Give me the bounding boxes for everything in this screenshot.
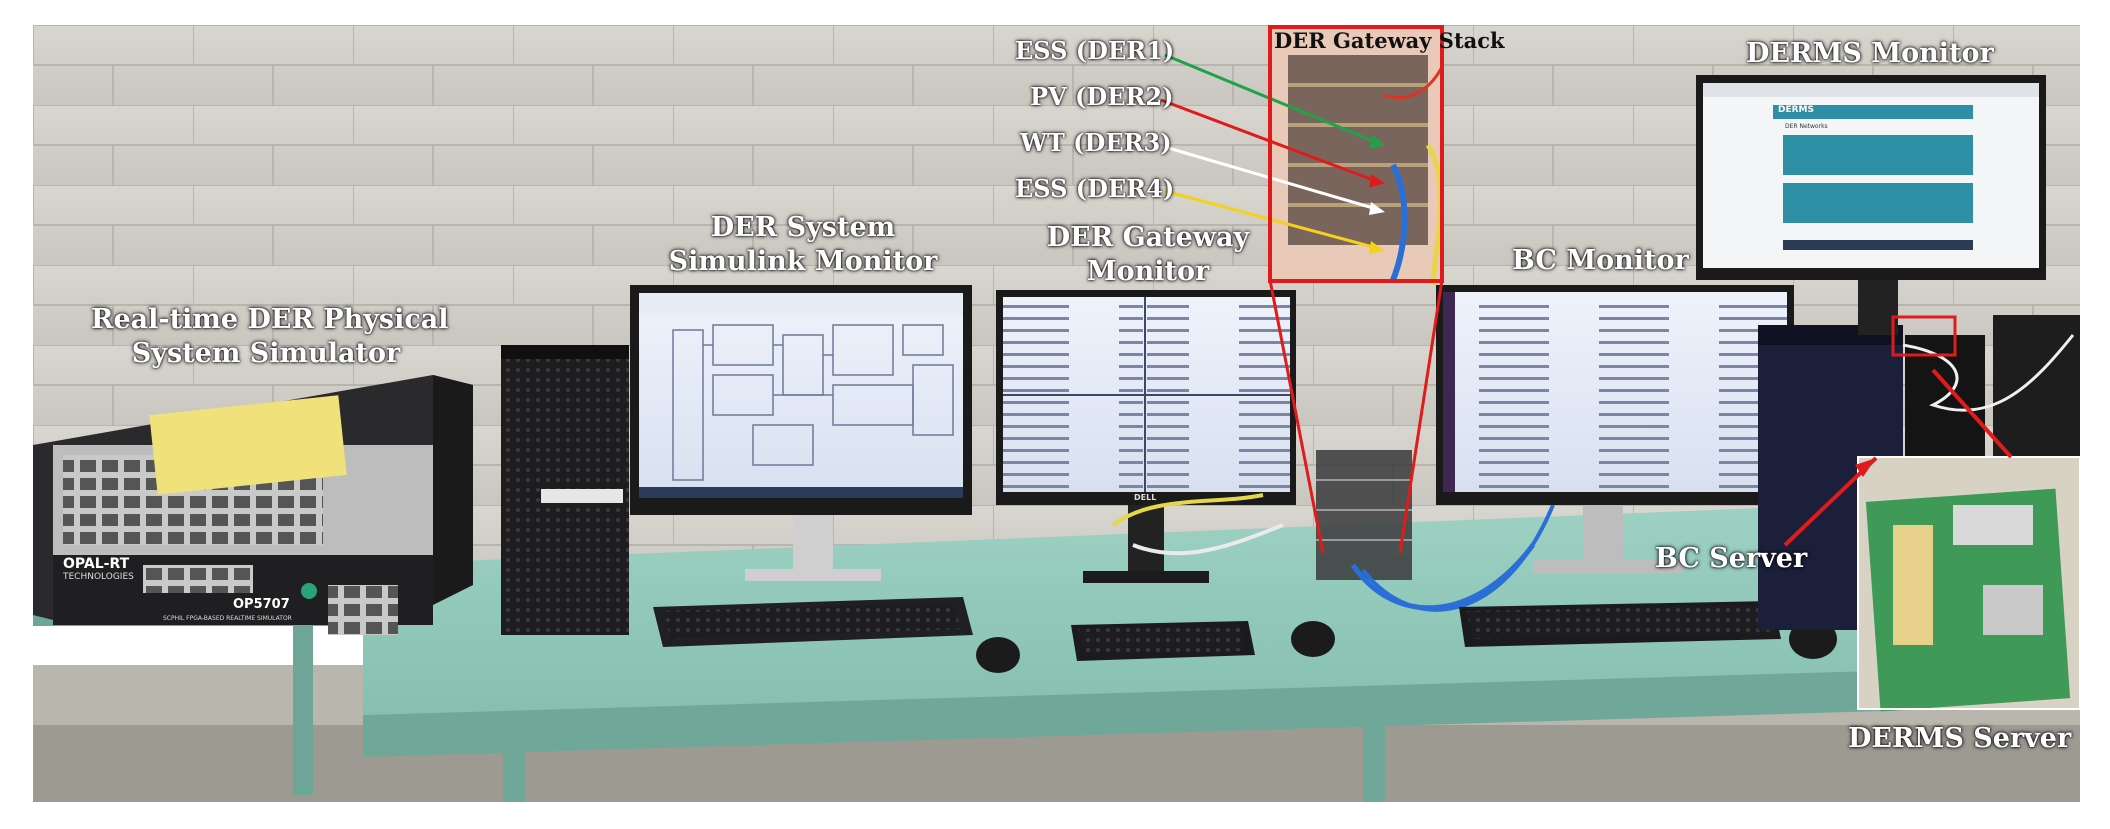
derms-monitor-label: DERMS Monitor bbox=[1746, 38, 1994, 69]
gateway-monitor-label: DER Gateway Monitor bbox=[1023, 221, 1273, 289]
derms-app-title: DERMS bbox=[1778, 105, 1814, 115]
lab-testbed-photo: DER Gateway Stack ESS (DER1) PV (DER2) W… bbox=[33, 25, 2081, 802]
bc-server-label: BC Server bbox=[1655, 543, 1808, 574]
gateway-stack-inset-frame bbox=[1268, 25, 1444, 283]
gateway-monitor-label-line2: Monitor bbox=[1086, 256, 1210, 287]
derms-server-label: DERMS Server bbox=[1848, 723, 2072, 754]
simulator-label: Real-time DER Physical System Simulator bbox=[91, 303, 449, 371]
wt-der3-label: WT (DER3) bbox=[1020, 128, 1172, 157]
opal-sub-text: TECHNOLOGIES bbox=[63, 572, 134, 582]
gateway-stack-label: DER Gateway Stack bbox=[1274, 28, 1505, 53]
derms-app-section: DER Networks bbox=[1785, 123, 1828, 130]
pv-der2-label: PV (DER2) bbox=[1030, 82, 1174, 111]
ess-der4-label: ESS (DER4) bbox=[1015, 174, 1175, 203]
simulink-monitor-label: DER System Simulink Monitor bbox=[653, 211, 953, 279]
simulator-label-line2: System Simulator bbox=[131, 338, 401, 369]
photo-illustration bbox=[33, 25, 2081, 802]
bc-monitor-label: BC Monitor bbox=[1512, 245, 1689, 276]
simulink-monitor-label-line2: Simulink Monitor bbox=[668, 246, 938, 277]
simulator-label-line1: Real-time DER Physical bbox=[91, 304, 449, 335]
ess-der1-label: ESS (DER1) bbox=[1015, 36, 1175, 65]
opal-model-text: OP5707 bbox=[233, 597, 290, 612]
opal-brand-text: OPAL-RT bbox=[63, 556, 130, 572]
gateway-monitor-label-line1: DER Gateway bbox=[1046, 222, 1250, 253]
simulink-monitor-label-line1: DER System bbox=[710, 212, 896, 243]
gateway-monitor-brand: DELL bbox=[1134, 493, 1157, 502]
opal-caption-text: SCPHIL FPGA-BASED REALTIME SIMULATOR bbox=[163, 615, 292, 622]
